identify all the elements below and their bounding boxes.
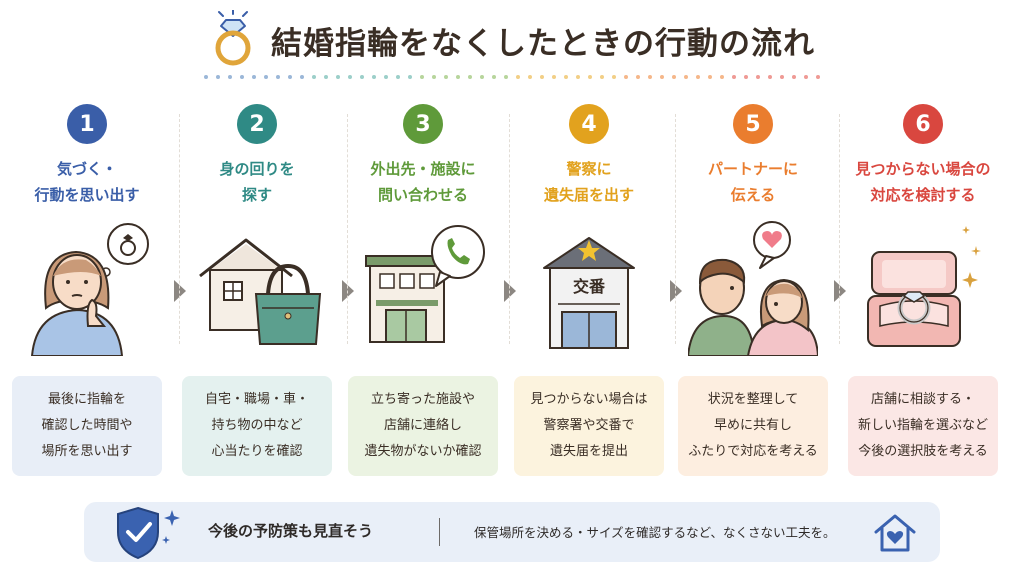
store-phone-icon [358,216,488,356]
police-box-icon: 交番 [524,216,654,356]
step-title: 気づく・行動を思い出す [34,160,140,204]
step-description: 自宅・職場・車・ 持ち物の中など 心当たりを確認 [182,376,332,476]
house-and-bag-icon [192,216,322,356]
arrow-right-icon [670,280,682,302]
step-number-badge: 6 [903,104,943,144]
step-title: 警察に遺失届を出す [543,160,634,204]
step-description: 見つからない場合は 警察署や交番で 遺失届を提出 [514,376,664,476]
title-row: 結婚指輪をなくしたときの行動の流れ [0,8,1024,72]
thinking-woman-icon [22,216,152,357]
step-description: 立ち寄った施設や 店舗に連絡し 遺失物がないか確認 [348,376,498,476]
shield-check-icon [112,502,192,566]
arrow-right-icon [834,280,846,302]
police-box-sign: 交番 [573,277,606,296]
arrow-right-icon [504,280,516,302]
ring-icon [209,9,257,70]
step-title: 見つからない場合の対応を検討する [855,160,991,204]
prevention-footer: 今後の予防策も見直そう 保管場所を決める・サイズを確認するなど、なくさない工夫を… [84,502,940,562]
step-description: 店舗に相談する・ 新しい指輪を選ぶなど 今後の選択肢を考える [848,376,998,476]
step-number-badge: 2 [237,104,277,144]
step-2: 2 身の回りを探す 自宅・職場・車・ 持ち物の中など 心当たりを確認 [182,104,332,480]
step-1: 1 気づく・行動を思い出す 最後に指輪を 確認した時 [12,104,162,480]
step-number-badge: 3 [403,104,443,144]
step-title: パートナーに伝える [707,160,798,204]
step-5: 5 パートナーに伝える 状況を整理して 早めに共有し ふた [678,104,828,480]
title-dot-divider [204,75,820,79]
step-number-badge: 1 [67,104,107,144]
step-number-badge: 4 [569,104,609,144]
step-description: 状況を整理して 早めに共有し ふたりで対応を考える [678,376,828,476]
step-4: 4 警察に遺失届を出す 交番 見つからない場合は 警察署や交番で 遺失届を提出 [514,104,664,480]
step-title: 外出先・施設に問い合わせる [370,160,476,204]
arrow-right-icon [342,280,354,302]
step-6: 6 見つからない場合の対応を検討する 店舗に相談する・ 新しい指輪を選ぶなど 今… [848,104,998,480]
footer-separator [439,518,440,546]
step-title: 身の回りを探す [219,160,295,204]
home-heart-icon [872,510,918,558]
steps-flow: 1 気づく・行動を思い出す 最後に指輪を 確認した時 [12,104,1012,480]
step-number-badge: 5 [733,104,773,144]
page-title: 結婚指輪をなくしたときの行動の流れ [271,25,815,62]
footer-text: 保管場所を決める・サイズを確認するなど、なくさない工夫を。 [474,525,836,540]
step-description: 最後に指輪を 確認した時間や 場所を思い出す [12,376,162,476]
arrow-right-icon [174,280,186,302]
couple-talking-icon [686,216,820,357]
footer-title: 今後の予防策も見直そう [208,522,374,540]
step-3: 3 外出先・施設に問い合わせる 立ち寄った施設や 店舗に連絡し 遺失物がない [348,104,498,480]
ring-box-icon [858,216,988,356]
